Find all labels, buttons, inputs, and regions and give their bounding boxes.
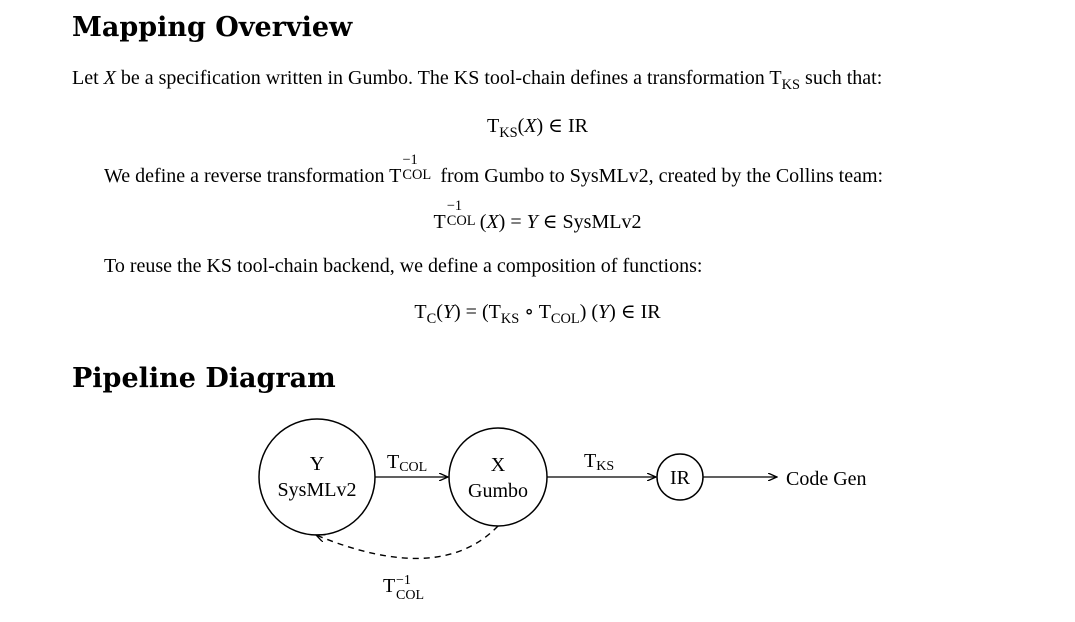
- eq2-fn: T: [433, 211, 446, 233]
- p2-fn-sup: −1: [402, 152, 418, 168]
- edge-tcol-sub: COL: [399, 460, 427, 475]
- node-sysmlv2-label: SysMLv2: [278, 479, 357, 501]
- p1-text-3: such that:: [800, 67, 883, 89]
- eq2-fn-sup: −1: [446, 198, 463, 214]
- eq3-var-y2: Y: [598, 301, 610, 323]
- edge-tks-label: TKS: [584, 450, 614, 474]
- eq2-var-x: X: [486, 211, 499, 233]
- eq1-open: (: [517, 115, 525, 137]
- node-sysmlv2-circle: [258, 418, 376, 536]
- mapping-overview-heading: Mapping Overview: [72, 12, 353, 43]
- eq3-tail: ) ∈ IR: [609, 301, 661, 323]
- p2-fn: T: [389, 165, 402, 187]
- p2-text-1: We define a reverse transformation: [104, 165, 390, 187]
- eq3-var-y1: Y: [442, 301, 454, 323]
- paragraph-composition: To reuse the KS tool-chain backend, we d…: [104, 255, 703, 277]
- edge-inverse-dashed-arrow: [316, 525, 499, 560]
- eq1-close: ) ∈ IR: [536, 115, 588, 137]
- edge-tcol-t: T: [387, 451, 399, 473]
- edge-tcol-label: TCOL: [387, 451, 427, 475]
- eq1-fn-sub: KS: [499, 125, 518, 142]
- eq2-fn-sub: COL: [446, 213, 476, 229]
- node-ir-label: IR: [670, 467, 691, 489]
- equation-tks: TKS(X) ∈ IR: [0, 115, 1075, 140]
- edge-inverse-sup: −1: [396, 573, 411, 588]
- node-gumbo-circle: [448, 427, 548, 527]
- edge-tks-sub: KS: [596, 459, 614, 474]
- eq3-mid1: ) = (: [454, 301, 489, 323]
- fn-t-sub-ks: KS: [781, 77, 801, 94]
- eq3-mid2: ) (: [579, 301, 599, 323]
- edge-tks-t: T: [584, 450, 596, 472]
- node-gumbo-label: Gumbo: [468, 480, 528, 502]
- paragraph-specification: Let X be a specification written in Gumb…: [72, 67, 883, 92]
- eq2-tail: ∈ SysMLv2: [537, 211, 642, 233]
- eq2-open: (: [479, 211, 487, 233]
- eq3-fn-col-sub: COL: [550, 311, 580, 328]
- node-gumbo-label-x: X: [491, 454, 506, 476]
- p1-text-2: be a specification written in Gumbo. The…: [115, 67, 770, 89]
- fn-t: T: [769, 67, 782, 89]
- eq3-fn-c: T: [414, 301, 427, 323]
- edge-inverse-sub: COL: [396, 588, 424, 603]
- p2-text-2: from Gumbo to SysMLv2, created by the Co…: [435, 165, 884, 187]
- eq3-compose-op: ∘: [519, 301, 539, 323]
- p1-text-1: Let: [72, 67, 104, 89]
- eq2-var-y: Y: [526, 211, 538, 233]
- eq1-var-x: X: [524, 115, 537, 137]
- eq1-fn: T: [487, 115, 500, 137]
- equation-composition: TC(Y) = (TKS ∘ TCOL) (Y) ∈ IR: [0, 301, 1075, 326]
- node-sysmlv2-label-y: Y: [310, 453, 324, 475]
- p2-fn-sub: COL: [402, 167, 432, 183]
- node-codegen-label: Code Gen: [786, 468, 867, 490]
- pipeline-diagram-heading: Pipeline Diagram: [72, 363, 336, 394]
- eq3-fn-ks-sub: KS: [500, 311, 520, 328]
- eq3-fn-ks: T: [488, 301, 501, 323]
- eq3-fn-c-sub: C: [426, 311, 437, 328]
- eq3-fn-col: T: [538, 301, 551, 323]
- var-x: X: [103, 67, 116, 89]
- eq3-open1: (: [436, 301, 443, 323]
- eq2-mid: ) =: [498, 211, 527, 233]
- edge-inverse-t: T: [383, 575, 395, 597]
